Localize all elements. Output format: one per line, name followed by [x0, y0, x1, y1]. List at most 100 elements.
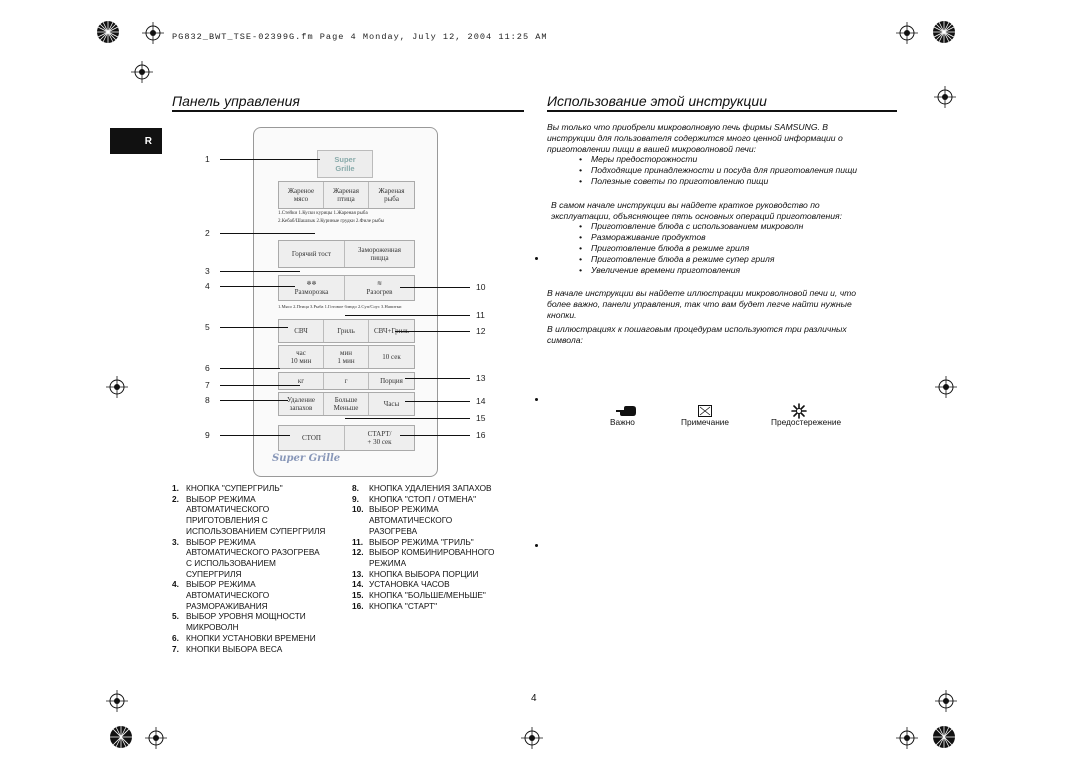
ten-sec-button[interactable]: 10 сек	[369, 346, 414, 368]
right-title-rule	[547, 110, 897, 112]
grill-button[interactable]: Гриль	[324, 320, 369, 342]
btn-label: СТАРТ/	[367, 430, 392, 438]
clock-button[interactable]: Часы	[369, 393, 414, 415]
legend-text: УСТАНОВКА ЧАСОВ	[369, 579, 450, 590]
callout-line	[220, 159, 320, 160]
list-item: • Полезные советы по приготовлению пищи	[547, 176, 907, 187]
registration-mark-icon	[110, 726, 132, 748]
defrost-reheat-row: ❄❄Разморозка ≋Разогрев	[278, 275, 415, 301]
callout-number: 9	[205, 430, 210, 440]
kg-button[interactable]: кг	[279, 373, 324, 389]
legend-text: АВТОМАТИЧЕСКОГО	[369, 515, 453, 526]
callout-line	[345, 418, 470, 419]
legend-text: АВТОМАТИЧЕСКОГО	[186, 504, 270, 515]
super-grille-button[interactable]: Super Grille	[317, 150, 373, 178]
paragraph-3: В начале инструкции вы найдете иллюстрац…	[547, 288, 907, 320]
text-line: Меры предосторожности	[591, 154, 698, 165]
crosshair-icon	[896, 727, 918, 749]
callout-number: 15	[476, 413, 486, 423]
btn-label: Жареная	[333, 187, 359, 195]
row1-note: 1.Стейки 1.Куски курицы 1.Жареная рыба	[278, 211, 368, 216]
bullet-icon: •	[579, 165, 583, 176]
margin-dot	[535, 544, 538, 547]
callout-line	[220, 286, 295, 287]
callout-number: 1	[205, 154, 210, 164]
portion-button[interactable]: Порция	[369, 373, 414, 389]
crosshair-icon	[935, 376, 957, 398]
crosshair-icon	[106, 690, 128, 712]
list-item: •Приготовление блюда в режиме супер грил…	[547, 254, 907, 265]
btn-label: СВЧ	[294, 327, 308, 335]
hot-toast-button[interactable]: Горячий тост	[279, 241, 345, 267]
text-line: В иллюстрациях к пошаговым процедурам ис…	[547, 323, 847, 334]
text-line: кнопки.	[547, 309, 577, 320]
legend-item: 11.ВЫБОР РЕЖИМА "ГРИЛЬ"	[352, 537, 527, 548]
callout-number: 6	[205, 363, 210, 373]
legend-number: 5.	[172, 611, 179, 622]
btn-label: 1 мин	[337, 357, 355, 365]
combi-button[interactable]: СВЧ+Гриль	[369, 320, 414, 342]
legend-number: 6.	[172, 632, 179, 643]
defrost-button[interactable]: ❄❄Разморозка	[279, 276, 345, 300]
callout-number: 7	[205, 380, 210, 390]
page-number: 4	[531, 693, 537, 704]
btn-label: г	[344, 377, 348, 385]
text-line: инструкции для пользователя содержится м…	[547, 132, 843, 143]
legend-text: ВЫБОР УРОВНЯ МОЩНОСТИ	[186, 611, 306, 622]
btn-label: Замороженная	[357, 246, 402, 254]
legend-number: 11.	[352, 536, 364, 547]
legend-text: КНОПКА ВЫБОРА ПОРЦИИ	[369, 568, 479, 579]
legend-number: 7.	[172, 643, 179, 654]
legend-item: 7. КНОПКИ ВЫБОРА ВЕСА	[172, 644, 347, 655]
registration-mark-icon	[933, 21, 955, 43]
callout-number: 5	[205, 322, 210, 332]
start-button[interactable]: СТАРТ/+ 30 сек	[345, 426, 414, 450]
gram-button[interactable]: г	[324, 373, 369, 389]
crosshair-icon	[106, 376, 128, 398]
callout-number: 12	[476, 326, 486, 336]
paragraph-4: В иллюстрациях к пошаговым процедурам ис…	[547, 324, 907, 346]
legend-text: КНОПКА "СТАРТ"	[369, 600, 438, 611]
btn-label: кг	[297, 377, 305, 385]
callout-line	[220, 271, 300, 272]
legend-text: КНОПКА "СТОП / ОТМЕНА"	[369, 493, 477, 504]
legend-text: С ИСПОЛЬЗОВАНИЕМ	[186, 557, 276, 568]
registration-mark-icon	[97, 21, 119, 43]
callout-number: 10	[476, 282, 486, 292]
legend-text: КНОПКА "БОЛЬШЕ/МЕНЬШЕ"	[369, 590, 486, 601]
text-line: приготовлении пищи в вашей микроволновой…	[547, 143, 756, 154]
callout-line	[395, 331, 470, 332]
btn-label: Жареная	[378, 187, 405, 195]
btn-label: Разморозка	[294, 288, 329, 296]
btn-label: Жареное	[287, 187, 315, 195]
reheat-button[interactable]: ≋Разогрев	[345, 276, 414, 300]
list-item: •Размораживание продуктов	[547, 232, 907, 243]
bullet-icon: •	[579, 232, 583, 243]
stop-button[interactable]: СТОП	[279, 426, 345, 450]
crosshair-icon	[145, 727, 167, 749]
btn-label: запахов	[289, 404, 313, 412]
bullet-icon: •	[579, 175, 583, 186]
text-line: Полезные советы по приготовлению пищи	[591, 175, 769, 186]
legend-number: 14.	[352, 579, 364, 590]
btn-label: Удаление	[287, 396, 315, 404]
bullet-icon: •	[579, 264, 583, 275]
bullet-icon: •	[579, 154, 583, 165]
btn-label: пицца	[370, 254, 389, 262]
legend-text: КНОПКИ ВЫБОРА ВЕСА	[186, 643, 283, 654]
list-item: •Подходящие принадлежности и посуда для …	[547, 165, 907, 176]
microwave-button[interactable]: СВЧ	[279, 320, 324, 342]
crosshair-icon	[521, 727, 543, 749]
legend-number: 13.	[352, 568, 364, 579]
bullet-icon: •	[579, 253, 583, 264]
